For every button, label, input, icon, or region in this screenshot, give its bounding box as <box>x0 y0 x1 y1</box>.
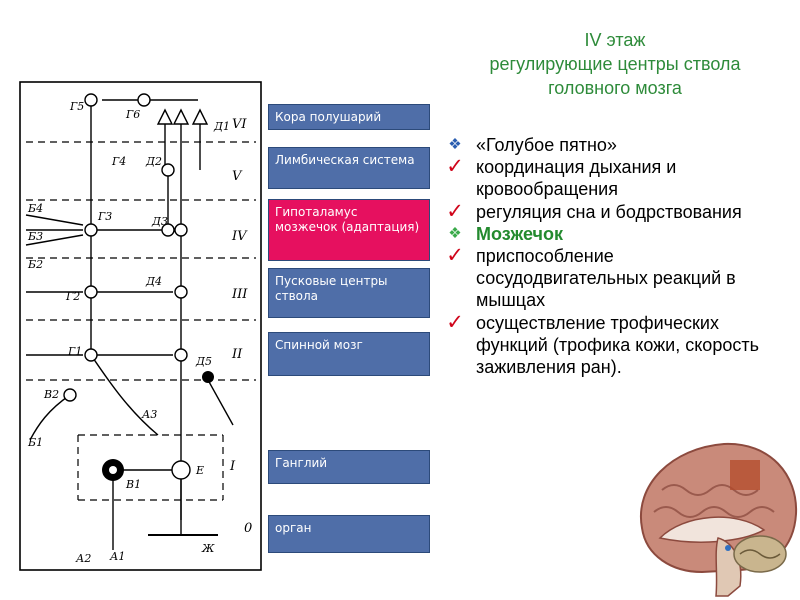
level-box-ganglion: Ганглий <box>268 450 430 484</box>
diamond-bullet-icon: ❖ <box>448 136 462 153</box>
neuron-label: Г1 <box>67 345 82 358</box>
blue-spot-heading: «Голубое пятно» <box>476 135 617 155</box>
level-box-organ: орган <box>268 515 430 553</box>
floor-label-i: I <box>229 459 236 474</box>
list-item: ❖ Мозжечок <box>440 223 760 245</box>
list-item: ✓ регуляция сна и бодрствования <box>440 199 760 223</box>
list-item: ✓ осуществление трофических функций (тро… <box>440 310 760 379</box>
floor-label-v: V <box>232 169 243 184</box>
neural-hierarchy-diagram: VI V IV III II I 0 Г5 Г6 Д1 Г4 Д2 Б4 Б3 … <box>19 81 262 571</box>
neuron-label: В2 <box>43 388 59 401</box>
level-box-hypothalamus-cerebellum: Гипоталамус мозжечок (адаптация) <box>268 199 430 261</box>
diamond-bullet-icon: ❖ <box>448 224 462 242</box>
neuron-label: Г3 <box>97 210 112 223</box>
check-icon: ✓ <box>446 155 464 179</box>
blue-spot-point-1: координация дыхания и кровообращения <box>476 157 677 200</box>
content-list: ❖ «Голубое пятно» ✓ координация дыхания … <box>440 134 760 378</box>
neuron-label: Г2 <box>65 290 80 303</box>
neuron-label: Г4 <box>111 155 126 168</box>
neuron-label: А2 <box>75 552 91 565</box>
neuron-label: Б4 <box>27 202 43 215</box>
level-box-limbic: Лимбическая система <box>268 147 430 189</box>
check-icon: ✓ <box>446 244 464 268</box>
neuron-label: Д4 <box>145 275 162 288</box>
title-line-3: головного мозга <box>548 78 682 98</box>
floor-label-0: 0 <box>244 521 252 536</box>
list-item: ✓ приспособление сосудодвигательных реак… <box>440 244 760 312</box>
neuron-label: Г5 <box>69 100 84 113</box>
neuron-label: Д2 <box>145 155 162 168</box>
neuron-label: Ж <box>201 542 215 555</box>
blue-spot-point-2: регуляция сна и бодрствования <box>476 201 742 222</box>
cerebellum-point-1: приспособление сосудодвигательных реакци… <box>476 246 736 311</box>
neuron-label: Б1 <box>27 436 43 449</box>
neuron-label: Г6 <box>125 108 140 121</box>
list-item: ✓ координация дыхания и кровообращения <box>440 156 760 200</box>
list-item: ❖ «Голубое пятно» <box>440 134 760 156</box>
floor-label-iv: IV <box>231 229 248 244</box>
neuron-label: Д1 <box>213 120 230 133</box>
neuron-label: А3 <box>141 408 157 421</box>
neuron-label: Е <box>195 464 204 477</box>
neuron-label: В1 <box>125 478 141 491</box>
floor-label-vi: VI <box>232 117 247 132</box>
level-box-spinal-cord: Спинной мозг <box>268 332 430 376</box>
slide-title: IV этаж регулирующие центры ствола голов… <box>450 28 780 100</box>
level-box-brainstem-triggers: Пусковые центры ствола <box>268 268 430 318</box>
cerebellum-point-2: осуществление трофических функций (трофи… <box>476 312 759 378</box>
neuron-label: Б3 <box>27 230 43 243</box>
neuron-label: Д5 <box>195 355 212 368</box>
neuron-label: Б2 <box>27 258 43 271</box>
floor-label-iii: III <box>231 287 248 302</box>
neuron-label: Д3 <box>151 215 168 228</box>
floor-label-ii: II <box>231 347 243 362</box>
brain-image <box>639 442 798 597</box>
cerebellum-heading: Мозжечок <box>476 223 564 244</box>
title-line-2: регулирующие центры ствола <box>489 54 741 74</box>
level-box-cortex: Кора полушарий <box>268 104 430 130</box>
neuron-label: А1 <box>109 550 125 563</box>
check-icon: ✓ <box>446 310 464 334</box>
check-icon: ✓ <box>446 199 464 223</box>
title-line-1: IV этаж <box>584 30 646 50</box>
